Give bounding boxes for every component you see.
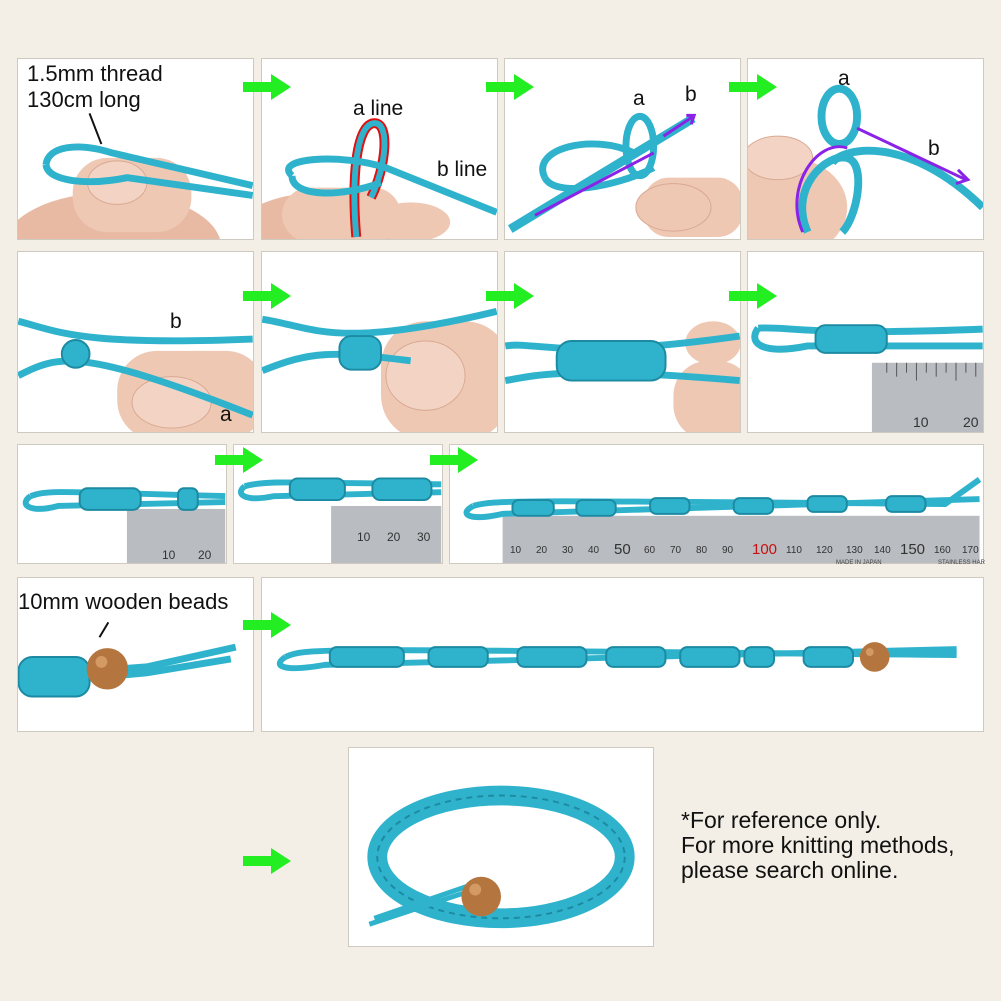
note-line-2: For more knitting methods, xyxy=(681,832,955,858)
ruler-11-tick: 130 xyxy=(846,545,863,556)
b-line-label: b line xyxy=(437,158,488,181)
step-12-photo xyxy=(18,621,237,698)
ruler-11-tick: 80 xyxy=(696,545,708,556)
step-10-photo xyxy=(237,477,442,563)
step-1-panel xyxy=(17,58,254,240)
ruler-8-tick-10: 10 xyxy=(913,414,929,430)
ruler-10-tick-10: 10 xyxy=(357,530,371,544)
ruler-11-tick: 170 xyxy=(962,545,979,556)
arrow-right-icon xyxy=(729,74,777,100)
step-6-photo xyxy=(262,307,497,432)
ruler-11-tick: 90 xyxy=(722,545,734,556)
ruler-11-tick: 100 xyxy=(752,541,778,558)
step-12-panel xyxy=(17,577,254,732)
ruler-8-tick-20: 20 xyxy=(963,414,979,430)
step-7-panel xyxy=(504,251,741,433)
ruler-11-ticks: 10 20 30 40 50 60 70 80 90 100 110 120 1… xyxy=(510,542,980,560)
step-3-photo xyxy=(507,112,740,238)
arrow-right-icon xyxy=(243,74,291,100)
arrow-right-icon xyxy=(215,447,263,473)
step-3-a-label: a xyxy=(633,87,645,110)
step-13-photo xyxy=(276,642,957,672)
arrow-right-icon xyxy=(486,283,534,309)
thread-label-line2: 130cm long xyxy=(27,87,141,112)
step-4-a-label: a xyxy=(838,67,850,90)
step-10-panel xyxy=(233,444,443,564)
arrow-right-icon xyxy=(243,283,291,309)
a-line-label: a line xyxy=(353,97,404,120)
ruler-11-tick: 50 xyxy=(614,541,631,558)
step-11-panel xyxy=(449,444,984,564)
ruler-9-tick-20: 20 xyxy=(198,548,212,562)
reference-note: *For reference only. For more knitting m… xyxy=(681,808,955,883)
ruler-11-fine-print-2: STAINLESS HAR xyxy=(938,560,985,566)
step-13-panel xyxy=(261,577,984,732)
step-6-panel xyxy=(261,251,498,433)
step-2-photo xyxy=(262,118,497,239)
final-bracelet-panel xyxy=(348,747,654,947)
step-5-panel xyxy=(17,251,254,433)
note-line-1: *For reference only. xyxy=(681,807,882,833)
ruler-11-tick: 20 xyxy=(536,545,548,556)
ruler-11-tick: 150 xyxy=(900,541,926,558)
step-5-a-label: a xyxy=(220,403,232,426)
step-9-panel xyxy=(17,444,227,564)
ruler-11-tick: 60 xyxy=(644,545,656,556)
step-1-photo xyxy=(18,113,253,239)
arrow-right-icon xyxy=(430,447,478,473)
ruler-11-fine-print-1: MADE IN JAPAN xyxy=(836,560,882,566)
ruler-10-tick-20: 20 xyxy=(387,530,401,544)
step-2-panel xyxy=(261,58,498,240)
thread-label-line1: 1.5mm thread xyxy=(27,61,163,86)
ruler-11-tick: 70 xyxy=(670,545,682,556)
arrow-right-icon xyxy=(243,848,291,874)
note-line-3: please search online. xyxy=(681,857,899,883)
arrow-right-icon xyxy=(729,283,777,309)
ruler-11-tick: 10 xyxy=(510,545,522,556)
arrow-right-icon xyxy=(243,612,291,638)
ruler-11-tick: 160 xyxy=(934,545,951,556)
ruler-11-tick: 30 xyxy=(562,545,574,556)
step-4-panel xyxy=(747,58,984,240)
step-8-panel xyxy=(747,251,984,433)
step-3-panel xyxy=(504,58,741,240)
step-5-b-label: b xyxy=(170,310,182,333)
ruler-11-tick: 140 xyxy=(874,545,891,556)
step-8-photo xyxy=(751,324,983,432)
step-3-b-label: b xyxy=(685,83,697,106)
beads-label: 10mm wooden beads xyxy=(18,589,229,614)
step-11-photo xyxy=(463,477,982,563)
ruler-9-tick-10: 10 xyxy=(162,548,176,562)
ruler-11-tick: 40 xyxy=(588,545,600,556)
step-4-b-label: b xyxy=(928,137,940,160)
step-4-photo xyxy=(748,84,983,239)
step-7-photo xyxy=(505,321,740,432)
final-bracelet-photo xyxy=(367,785,635,929)
ruler-11-tick: 120 xyxy=(816,545,833,556)
ruler-11-tick: 110 xyxy=(786,545,802,556)
arrow-right-icon xyxy=(486,74,534,100)
ruler-10-tick-30: 30 xyxy=(417,530,431,544)
step-5-photo xyxy=(18,317,253,432)
step-9-photo xyxy=(22,487,226,563)
